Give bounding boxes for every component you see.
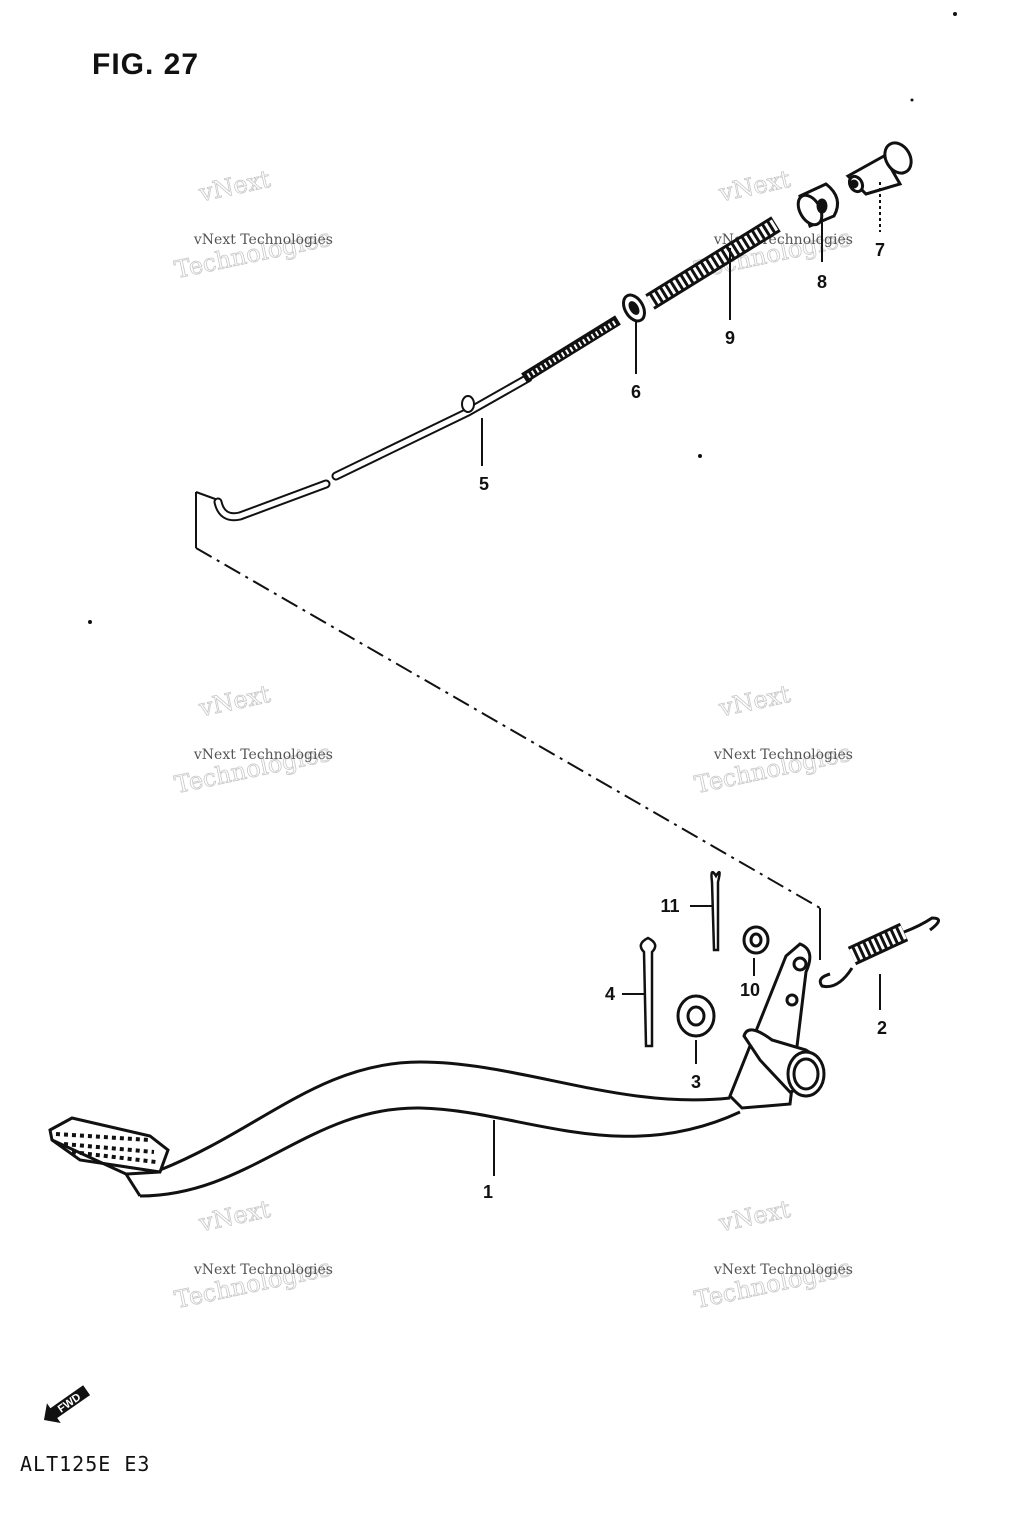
svg-text:vNext Technologies: vNext Technologies	[713, 1262, 853, 1278]
scan-specks	[88, 12, 957, 624]
brake-pedal-1	[48, 942, 826, 1198]
svg-text:vNext: vNext	[716, 1195, 794, 1238]
leader-lines	[481, 182, 881, 1176]
svg-text:vNext Technologies: vNext Technologies	[193, 232, 333, 248]
fwd-arrow-icon: FWD	[44, 1385, 91, 1423]
watermark-top-left: vNext Technologies vNext Technologies	[172, 165, 334, 285]
svg-text:vNext: vNext	[716, 680, 794, 723]
pin-7	[845, 141, 913, 196]
callout-4: 4	[605, 984, 615, 1004]
figure-title: FIG. 27	[92, 48, 200, 81]
return-spring-2	[818, 916, 940, 989]
callout-2: 2	[877, 1018, 887, 1038]
callout-8: 8	[817, 272, 827, 292]
washer-3	[676, 994, 716, 1038]
svg-text:vNext: vNext	[196, 165, 274, 208]
watermark-bottom-right: vNext Technologies vNext Technologies	[692, 1195, 854, 1315]
svg-text:vNext: vNext	[196, 680, 274, 723]
callout-7: 7	[875, 240, 885, 260]
assembly-guide-lines	[195, 491, 821, 960]
callout-9: 9	[725, 328, 735, 348]
watermark-mid-right: vNext Technologies vNext Technologies	[692, 680, 854, 800]
cotter-pin-4	[639, 936, 657, 1048]
brake-rod	[213, 315, 621, 522]
callout-6: 6	[631, 382, 641, 402]
model-code: ALT125E E3	[20, 1452, 151, 1476]
cotter-pin-11	[710, 870, 721, 952]
svg-text:vNext: vNext	[196, 1195, 274, 1238]
callouts: 1 2 3 4 5 6 7 8 9 10 11	[479, 240, 887, 1202]
svg-text:vNext Technologies: vNext Technologies	[713, 747, 853, 763]
svg-text:vNext Technologies: vNext Technologies	[193, 1262, 333, 1278]
svg-text:vNext: vNext	[716, 165, 794, 208]
callout-3: 3	[691, 1072, 701, 1092]
callout-5: 5	[479, 474, 489, 494]
washer-6	[622, 293, 646, 323]
watermark-mid-left: vNext Technologies vNext Technologies	[172, 680, 334, 800]
callout-11: 11	[660, 896, 679, 916]
callout-1: 1	[483, 1182, 493, 1202]
spring-9	[645, 216, 781, 310]
washer-10	[742, 925, 770, 955]
svg-text:vNext Technologies: vNext Technologies	[193, 747, 333, 763]
callout-10: 10	[740, 980, 760, 1000]
watermark-bottom-left: vNext Technologies vNext Technologies	[172, 1195, 334, 1315]
joint-8	[796, 182, 840, 229]
